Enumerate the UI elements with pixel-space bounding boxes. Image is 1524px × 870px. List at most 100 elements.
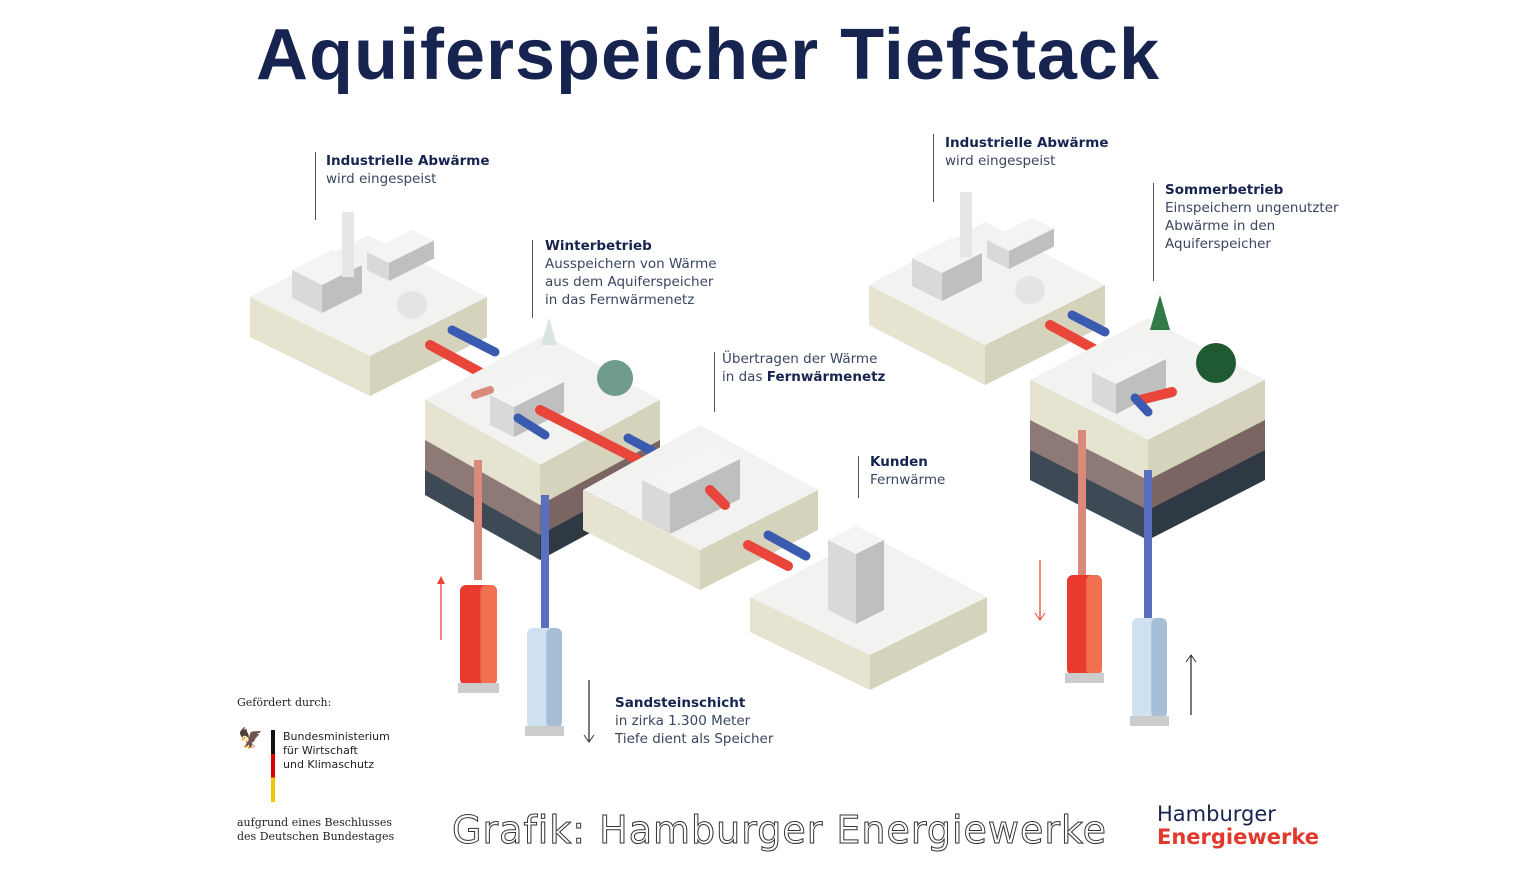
label-text: in zirka 1.300 Meter — [615, 713, 751, 729]
heat-exchanger-winter-left — [490, 395, 514, 437]
image-credit: Grafik: Hamburger Energiewerke — [451, 808, 1108, 853]
logo-energiewerke: Energiewerke — [1157, 825, 1320, 849]
cold-aquifer-well-shade — [1151, 618, 1167, 718]
transfer-station-top — [642, 445, 740, 494]
hot-aquifer-well-shade — [1086, 575, 1102, 675]
logo-hamburger: Hamburger — [1157, 802, 1276, 826]
down-arrow-head — [1034, 612, 1046, 621]
federal-eagle-icon: 🦅 — [238, 726, 263, 750]
label-text: Tiefe dient als Speicher — [615, 731, 774, 747]
hot-pipe-customer — [743, 540, 793, 571]
label-text: wird eingespeist — [945, 153, 1056, 169]
factory-hall-left — [987, 240, 1009, 269]
heat-exchanger-summer-left — [1092, 372, 1116, 414]
cold-aquifer-well-base — [1130, 716, 1169, 726]
factory-hall-top — [987, 217, 1054, 251]
ministry-line: Bundesministerium — [283, 730, 390, 743]
label-heading: Kunden — [870, 454, 928, 470]
label-text: Abwärme in den — [1165, 218, 1276, 234]
cold-pipe-elbow — [513, 413, 550, 440]
apartment-building-right — [856, 540, 884, 624]
factory-hall-right — [1009, 228, 1054, 269]
page-title: Aquiferspeicher Tiefstack — [256, 15, 1161, 95]
cold-pipe-customer — [763, 530, 811, 561]
customer-slab-left-side — [750, 597, 870, 690]
label-text: in das — [722, 369, 767, 385]
label-customers: Kunden Fernwärme — [870, 453, 945, 489]
cold-aquifer-well-base — [525, 726, 564, 736]
factory-hall-right — [389, 240, 434, 281]
tree-icon — [1196, 343, 1236, 383]
label-text: Fernwärme — [870, 472, 946, 488]
label-bold: Fernwärmenetz — [766, 369, 886, 385]
up-arrow-head — [437, 576, 445, 584]
label-transfer: Übertragen der Wärme in das Fernwärmenet… — [722, 350, 885, 386]
label-text: Ausspeichern von Wärme — [545, 256, 717, 272]
funding-decision: aufgrund eines Beschlusses des Deutschen… — [237, 816, 394, 844]
label-left-industry: Industrielle Abwärme wird eingespeist — [326, 152, 490, 188]
industry-slab-right-right-side — [985, 285, 1105, 385]
apartment-building-left — [828, 540, 856, 624]
storage-tank — [1015, 276, 1045, 304]
hot-pipe — [425, 340, 490, 380]
label-right-industry: Industrielle Abwärme wird eingespeist — [945, 134, 1109, 170]
hot-well-pipe — [1078, 430, 1086, 575]
industry-slab-right-top — [869, 222, 1105, 345]
factory-hall-top — [367, 229, 434, 263]
ministry-name: Bundesministerium für Wirtschaft und Kli… — [283, 730, 390, 772]
cold-well-pipe — [1144, 470, 1152, 620]
label-winter: Winterbetrieb Ausspeichern von Wärme aus… — [545, 237, 717, 309]
hot-well-pipe — [474, 460, 482, 580]
industry-slab-right-left-side — [869, 285, 985, 385]
factory-building-left — [912, 258, 942, 301]
factory-building-right — [942, 253, 982, 301]
label-heading: Winterbetrieb — [545, 238, 652, 254]
transfer-slab-left-side — [583, 490, 700, 590]
snowy-tree-icon — [597, 360, 633, 396]
pipe-elbow — [471, 386, 494, 399]
tree-icon — [1150, 295, 1170, 330]
label-text: Einspeichern ungenutzter — [1165, 200, 1339, 216]
winter-slab-left-side — [425, 400, 540, 505]
winter-slab-right-side — [540, 400, 660, 505]
label-sandstone: Sandsteinschicht in zirka 1.300 Meter Ti… — [615, 694, 773, 748]
leader-line — [315, 152, 316, 220]
storage-tank — [397, 291, 427, 319]
hot-aquifer-well-shade — [480, 585, 497, 685]
ministry-line: für Wirtschaft — [283, 744, 358, 757]
label-text: aus dem Aquiferspeicher — [545, 274, 714, 290]
cold-pipe-elbow — [1130, 393, 1153, 417]
factory-hall-left — [367, 252, 389, 281]
leader-line — [933, 134, 934, 202]
customer-slab-right-side — [870, 597, 987, 690]
label-text: Übertragen der Wärme — [722, 351, 878, 367]
hot-pipe-out — [1135, 387, 1177, 405]
funding-intro: Gefördert durch: — [237, 696, 332, 709]
hot-pipe-elbow — [705, 485, 730, 510]
decision-line: des Deutschen Bundestages — [237, 830, 395, 843]
label-text: wird eingespeist — [326, 171, 437, 187]
up-arrow-head — [1185, 654, 1197, 663]
heat-exchanger-winter-top — [490, 370, 564, 407]
label-heading: Sommerbetrieb — [1165, 182, 1284, 198]
label-heading: Sandsteinschicht — [615, 695, 746, 711]
factory-building-left — [292, 270, 322, 313]
heat-exchanger-summer-right — [1116, 359, 1166, 414]
leader-line — [858, 456, 859, 498]
label-heading: Industrielle Abwärme — [945, 135, 1109, 151]
leader-line — [1153, 183, 1154, 281]
chimney — [960, 192, 972, 257]
snowy-tree-icon — [541, 318, 557, 345]
transfer-station-left — [642, 480, 670, 534]
transfer-slab-right-side — [700, 490, 818, 590]
leader-line — [714, 352, 715, 412]
chimney — [342, 212, 354, 277]
label-text: in das Fernwärmenetz — [545, 292, 695, 308]
transfer-station-right — [670, 459, 740, 534]
leader-line — [532, 240, 533, 318]
decision-line: aufgrund eines Beschlusses — [237, 816, 393, 829]
industry-slab-left-top — [250, 235, 487, 356]
hot-aquifer-well-base — [1065, 673, 1104, 683]
cold-pipe — [447, 325, 500, 357]
